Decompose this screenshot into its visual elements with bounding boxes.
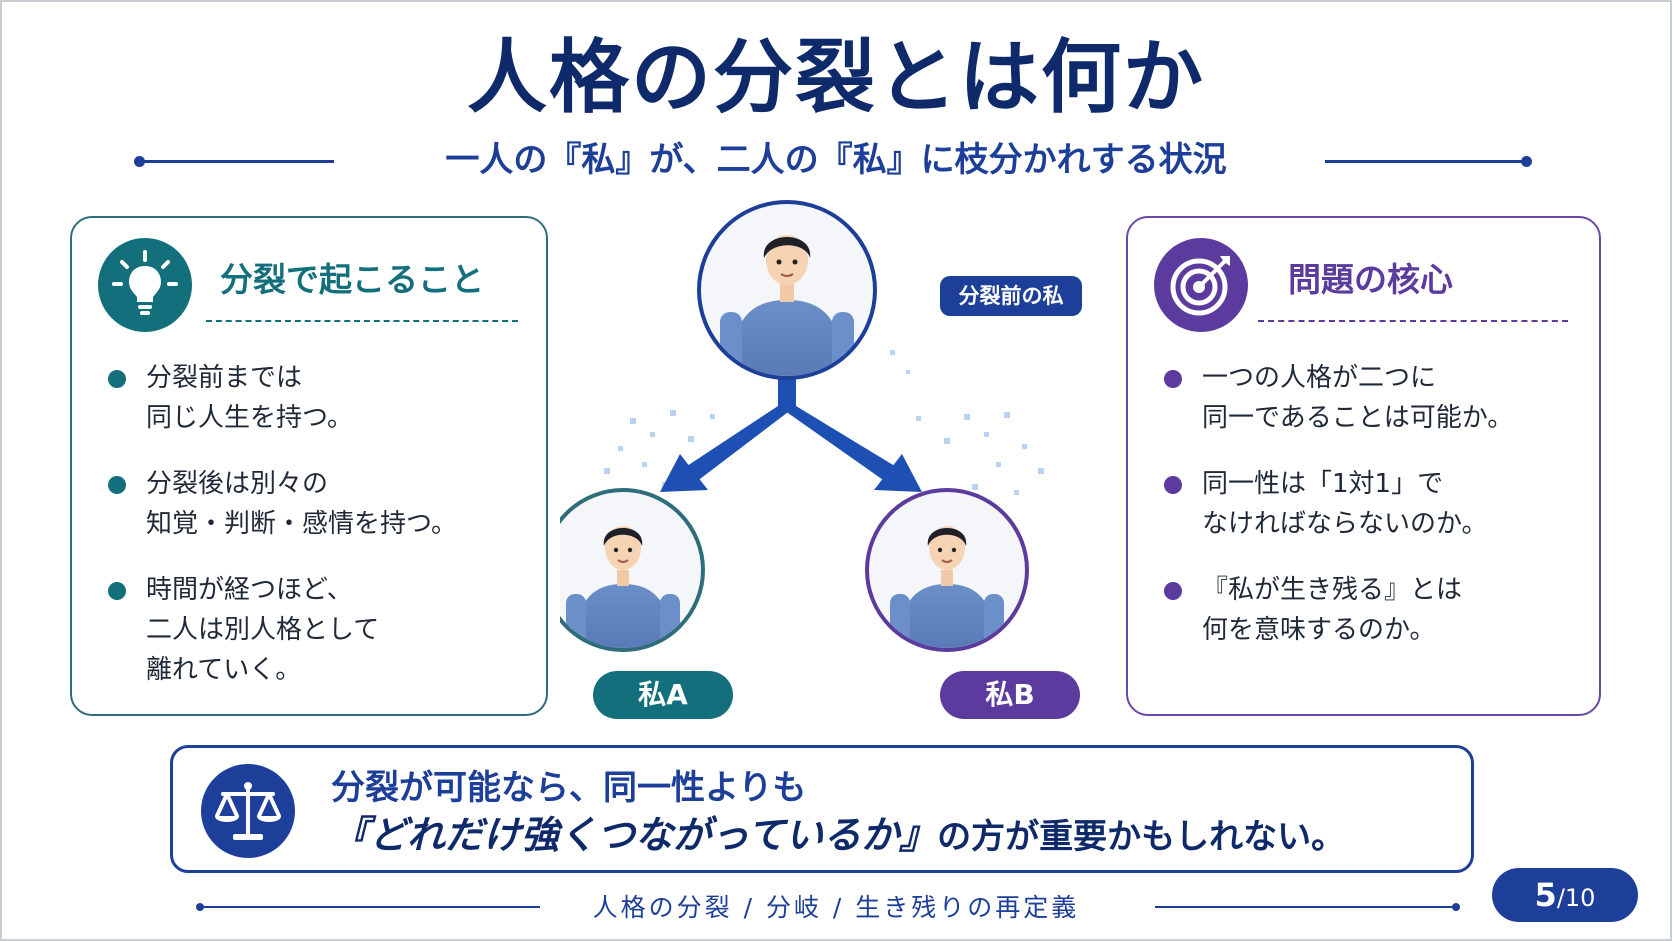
card-heading: 分裂で起こること [220, 260, 484, 299]
list-item-line: 同一であることは可能か。 [1202, 403, 1514, 433]
conclusion-box: 分裂が可能なら、同一性よりも 『どれだけ強くつながっているか』の方が重要かもしれ… [170, 745, 1474, 873]
subtitle-row: 一人の『私』が、二人の『私』に枝分かれする状況 [0, 135, 1672, 185]
subtitle: 一人の『私』が、二人の『私』に枝分かれする状況 [445, 140, 1227, 180]
list-item-line: 分裂後は別々の [146, 469, 329, 499]
footer-deco-dot-right [1452, 903, 1460, 911]
person-b [865, 488, 1029, 652]
bullet-dot [108, 476, 126, 494]
list-item-line: 一つの人格が二つに [1202, 363, 1437, 393]
page-current: 5 [1534, 876, 1557, 914]
bullet-dot [1164, 476, 1182, 494]
footer: 人格の分裂 / 分岐 / 生き残りの再定義 [0, 888, 1672, 928]
footer-deco-line-right [1155, 906, 1455, 908]
bullet-dot [1164, 370, 1182, 388]
bullet-dot [108, 370, 126, 388]
bullet-dot [1164, 582, 1182, 600]
card-divider [1258, 320, 1568, 322]
bullet-list: 一つの人格が二つに 同一であることは可能か。 同一性は「1対1」で なければなら… [1164, 358, 1584, 676]
list-item-line: 『私が生き残る』とは [1202, 575, 1463, 605]
person-before-split [697, 200, 877, 380]
footer-text: 人格の分裂 / 分岐 / 生き残りの再定義 [592, 893, 1080, 922]
conclusion-rest: の方が重要かもしれない。 [937, 817, 1346, 857]
list-item-line: 何を意味するのか。 [1202, 615, 1436, 645]
label-self-b: 私B [940, 671, 1080, 719]
list-item: 分裂後は別々の 知覚・判断・感情を持つ。 [108, 464, 528, 544]
conclusion-line-2: 『どれだけ強くつながっているか』の方が重要かもしれない。 [331, 813, 1345, 859]
split-diagram [560, 200, 1044, 652]
bullet-list: 分裂前までは 同じ人生を持つ。 分裂後は別々の 知覚・判断・感情を持つ。 時間が… [108, 358, 528, 716]
list-item-line: 二人は別人格として [146, 615, 380, 645]
list-item: 一つの人格が二つに 同一であることは可能か。 [1164, 358, 1584, 438]
card-heading: 問題の核心 [1288, 260, 1453, 299]
list-item: 同一性は「1対1」で なければならないのか。 [1164, 464, 1584, 544]
branch-arrows [660, 362, 922, 492]
bullet-dot [108, 582, 126, 600]
label-before-split: 分裂前の私 [940, 276, 1082, 316]
conclusion-line-1: 分裂が可能なら、同一性よりも [331, 768, 807, 808]
list-item-line: 時間が経つほど、 [146, 575, 353, 605]
subtitle-deco-line-left [140, 160, 334, 163]
page-title: 人格の分裂とは何か [467, 31, 1205, 124]
list-item-line: 分裂前までは [146, 363, 303, 393]
person-a [560, 488, 705, 652]
subtitle-deco-line-right [1325, 160, 1525, 163]
scales-icon [201, 764, 295, 858]
list-item: 時間が経つほど、 二人は別人格として 離れていく。 [108, 570, 528, 690]
page-number-badge: 5/10 [1492, 868, 1638, 922]
list-item-line: 同一性は「1対1」で [1202, 469, 1444, 499]
card-what-happens: 分裂で起こること 分裂前までは 同じ人生を持つ。 分裂後は別々の 知覚・判断・感… [70, 216, 548, 716]
list-item: 『私が生き残る』とは 何を意味するのか。 [1164, 570, 1584, 650]
target-icon [1154, 238, 1248, 332]
conclusion-emphasis: 『どれだけ強くつながっているか』 [331, 813, 938, 857]
list-item-line: なければならないのか。 [1202, 509, 1488, 539]
subtitle-deco-dot-left [134, 156, 145, 167]
list-item-line: 同じ人生を持つ。 [146, 403, 353, 433]
lightbulb-icon [98, 238, 192, 332]
list-item: 分裂前までは 同じ人生を持つ。 [108, 358, 528, 438]
footer-deco-line-left [200, 906, 540, 908]
subtitle-deco-dot-right [1521, 156, 1532, 167]
card-core-question: 問題の核心 一つの人格が二つに 同一であることは可能か。 同一性は「1対1」で … [1126, 216, 1601, 716]
list-item-line: 離れていく。 [146, 655, 302, 685]
list-item-line: 知覚・判断・感情を持つ。 [146, 509, 457, 539]
card-divider [206, 320, 518, 322]
label-self-a: 私A [593, 671, 733, 719]
page-total: /10 [1556, 884, 1596, 912]
